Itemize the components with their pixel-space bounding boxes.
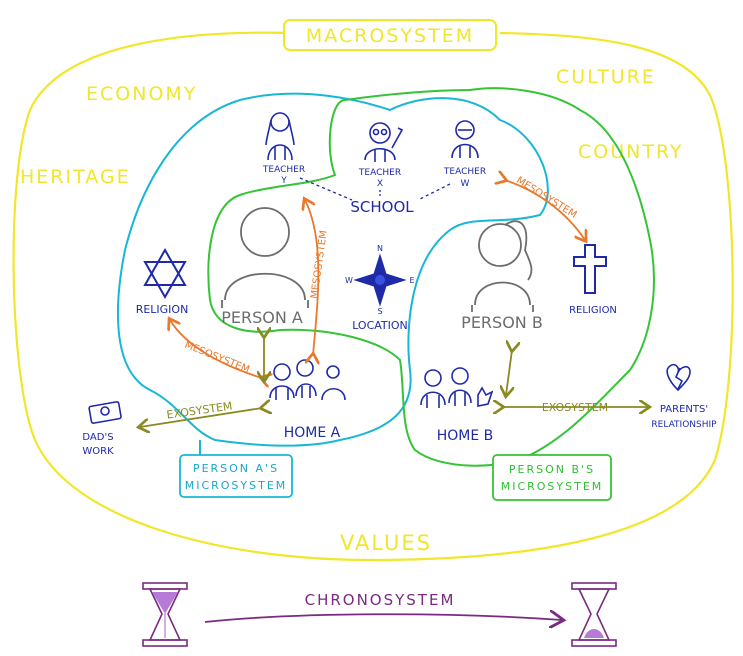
- teacher-x-letter: X: [377, 179, 383, 189]
- person-b-icon: [471, 220, 534, 312]
- parents-line2: RELATIONSHIP: [651, 420, 717, 430]
- parents-line1: PARENTS': [660, 404, 708, 415]
- teacher-x-icon: [364, 122, 404, 162]
- macrosystem-title: MACROSYSTEM: [306, 25, 474, 47]
- values-label: VALUES: [340, 531, 432, 555]
- mesosystem-label-b: MESOSYSTEM: [183, 340, 251, 376]
- mesosystem-arrow-religion-home: [170, 320, 262, 378]
- hourglass-full-icon: [142, 582, 188, 647]
- culture-label: CULTURE: [556, 66, 656, 88]
- exosystem-label-b: EXOSYSTEM: [542, 401, 608, 414]
- macrosystem-title-box: [283, 19, 497, 51]
- person-a-icon: [221, 207, 309, 308]
- compass-north: N: [377, 244, 383, 253]
- compass-rose-icon: [353, 253, 407, 307]
- family-b-icon: [420, 367, 494, 408]
- teacher-y-label: TEACHER: [262, 165, 305, 175]
- money-bill-icon: [88, 401, 122, 424]
- microsystem-a-label-line1: PERSON A'S: [193, 462, 279, 475]
- teacher-w-letter: W: [461, 179, 470, 189]
- cross-icon: [573, 244, 607, 294]
- compass-east: E: [409, 276, 414, 285]
- religion-right-label: RELIGION: [569, 305, 617, 316]
- home-a-label: HOME A: [284, 425, 341, 441]
- mesosystem-arrow-person-a-school: [305, 200, 318, 355]
- macrosystem-boundary: [12, 31, 734, 562]
- microsystem-b-label-line2: MICROSYSTEM: [501, 480, 604, 493]
- microsystem-b-boundary: [207, 87, 655, 467]
- location-label: LOCATION: [352, 319, 408, 332]
- heritage-label: HERITAGE: [20, 166, 131, 188]
- religion-left-label: RELIGION: [136, 303, 189, 316]
- person-b-label: PERSON B: [461, 313, 543, 332]
- mesosystem-label-a: MESOSYSTEM: [309, 230, 330, 300]
- teacher-x-label: TEACHER: [358, 168, 401, 178]
- dads-work-line1: DAD'S: [82, 432, 113, 443]
- teacher-w-label: TEACHER: [443, 167, 486, 177]
- school-label: SCHOOL: [350, 198, 414, 216]
- compass-south: S: [377, 307, 382, 316]
- chronosystem-label: CHRONOSYSTEM: [305, 591, 456, 609]
- microsystem-b-label-line1: PERSON B'S: [509, 463, 595, 476]
- family-a-icon: [269, 359, 346, 401]
- country-label: COUNTRY: [578, 141, 684, 163]
- teacher-w-icon: [451, 120, 479, 159]
- person-a-label: PERSON A: [221, 308, 303, 327]
- teacher-y-letter: Y: [280, 176, 287, 186]
- microsystem-a-boundary: [116, 92, 549, 447]
- teacher-y-icon: [265, 112, 295, 161]
- chronosystem-arrow: [204, 614, 562, 622]
- hourglass-empty-icon: [571, 582, 617, 647]
- mesosystem-arrow-teacher-religion: [505, 180, 585, 240]
- microsystem-a-label-line2: MICROSYSTEM: [185, 479, 288, 492]
- microsystem-b-label-box: [492, 454, 612, 501]
- dads-work-line2: WORK: [82, 446, 114, 457]
- economy-label: ECONOMY: [86, 83, 197, 105]
- star-of-david-icon: [143, 247, 187, 300]
- home-b-label: HOME B: [437, 428, 494, 444]
- microsystem-a-label-box: [179, 454, 293, 498]
- compass-west: W: [345, 276, 353, 285]
- mesosystem-label-c: MESOSYSTEM: [514, 175, 578, 221]
- broken-heart-icon: [666, 363, 691, 392]
